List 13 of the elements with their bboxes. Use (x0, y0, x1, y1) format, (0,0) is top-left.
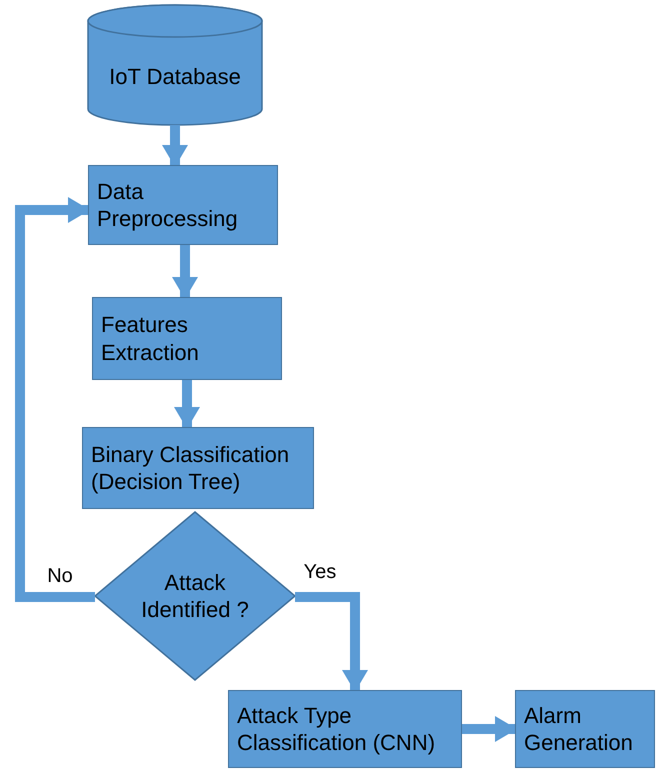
arrow (15, 197, 95, 602)
database-label: IoT Database (109, 63, 241, 91)
arrow (462, 716, 517, 742)
process-box: Binary Classification (Decision Tree) (82, 427, 314, 509)
arrow (162, 125, 188, 167)
arrow (172, 245, 198, 299)
arrow (295, 592, 368, 692)
arrow (174, 380, 200, 429)
process-box: Attack Type Classification (CNN) (228, 690, 462, 768)
process-box: Data Preprocessing (88, 165, 278, 245)
process-box: Alarm Generation (515, 690, 655, 768)
decision-label: Attack Identified ? (140, 568, 250, 624)
process-box: Features Extraction (92, 297, 282, 380)
